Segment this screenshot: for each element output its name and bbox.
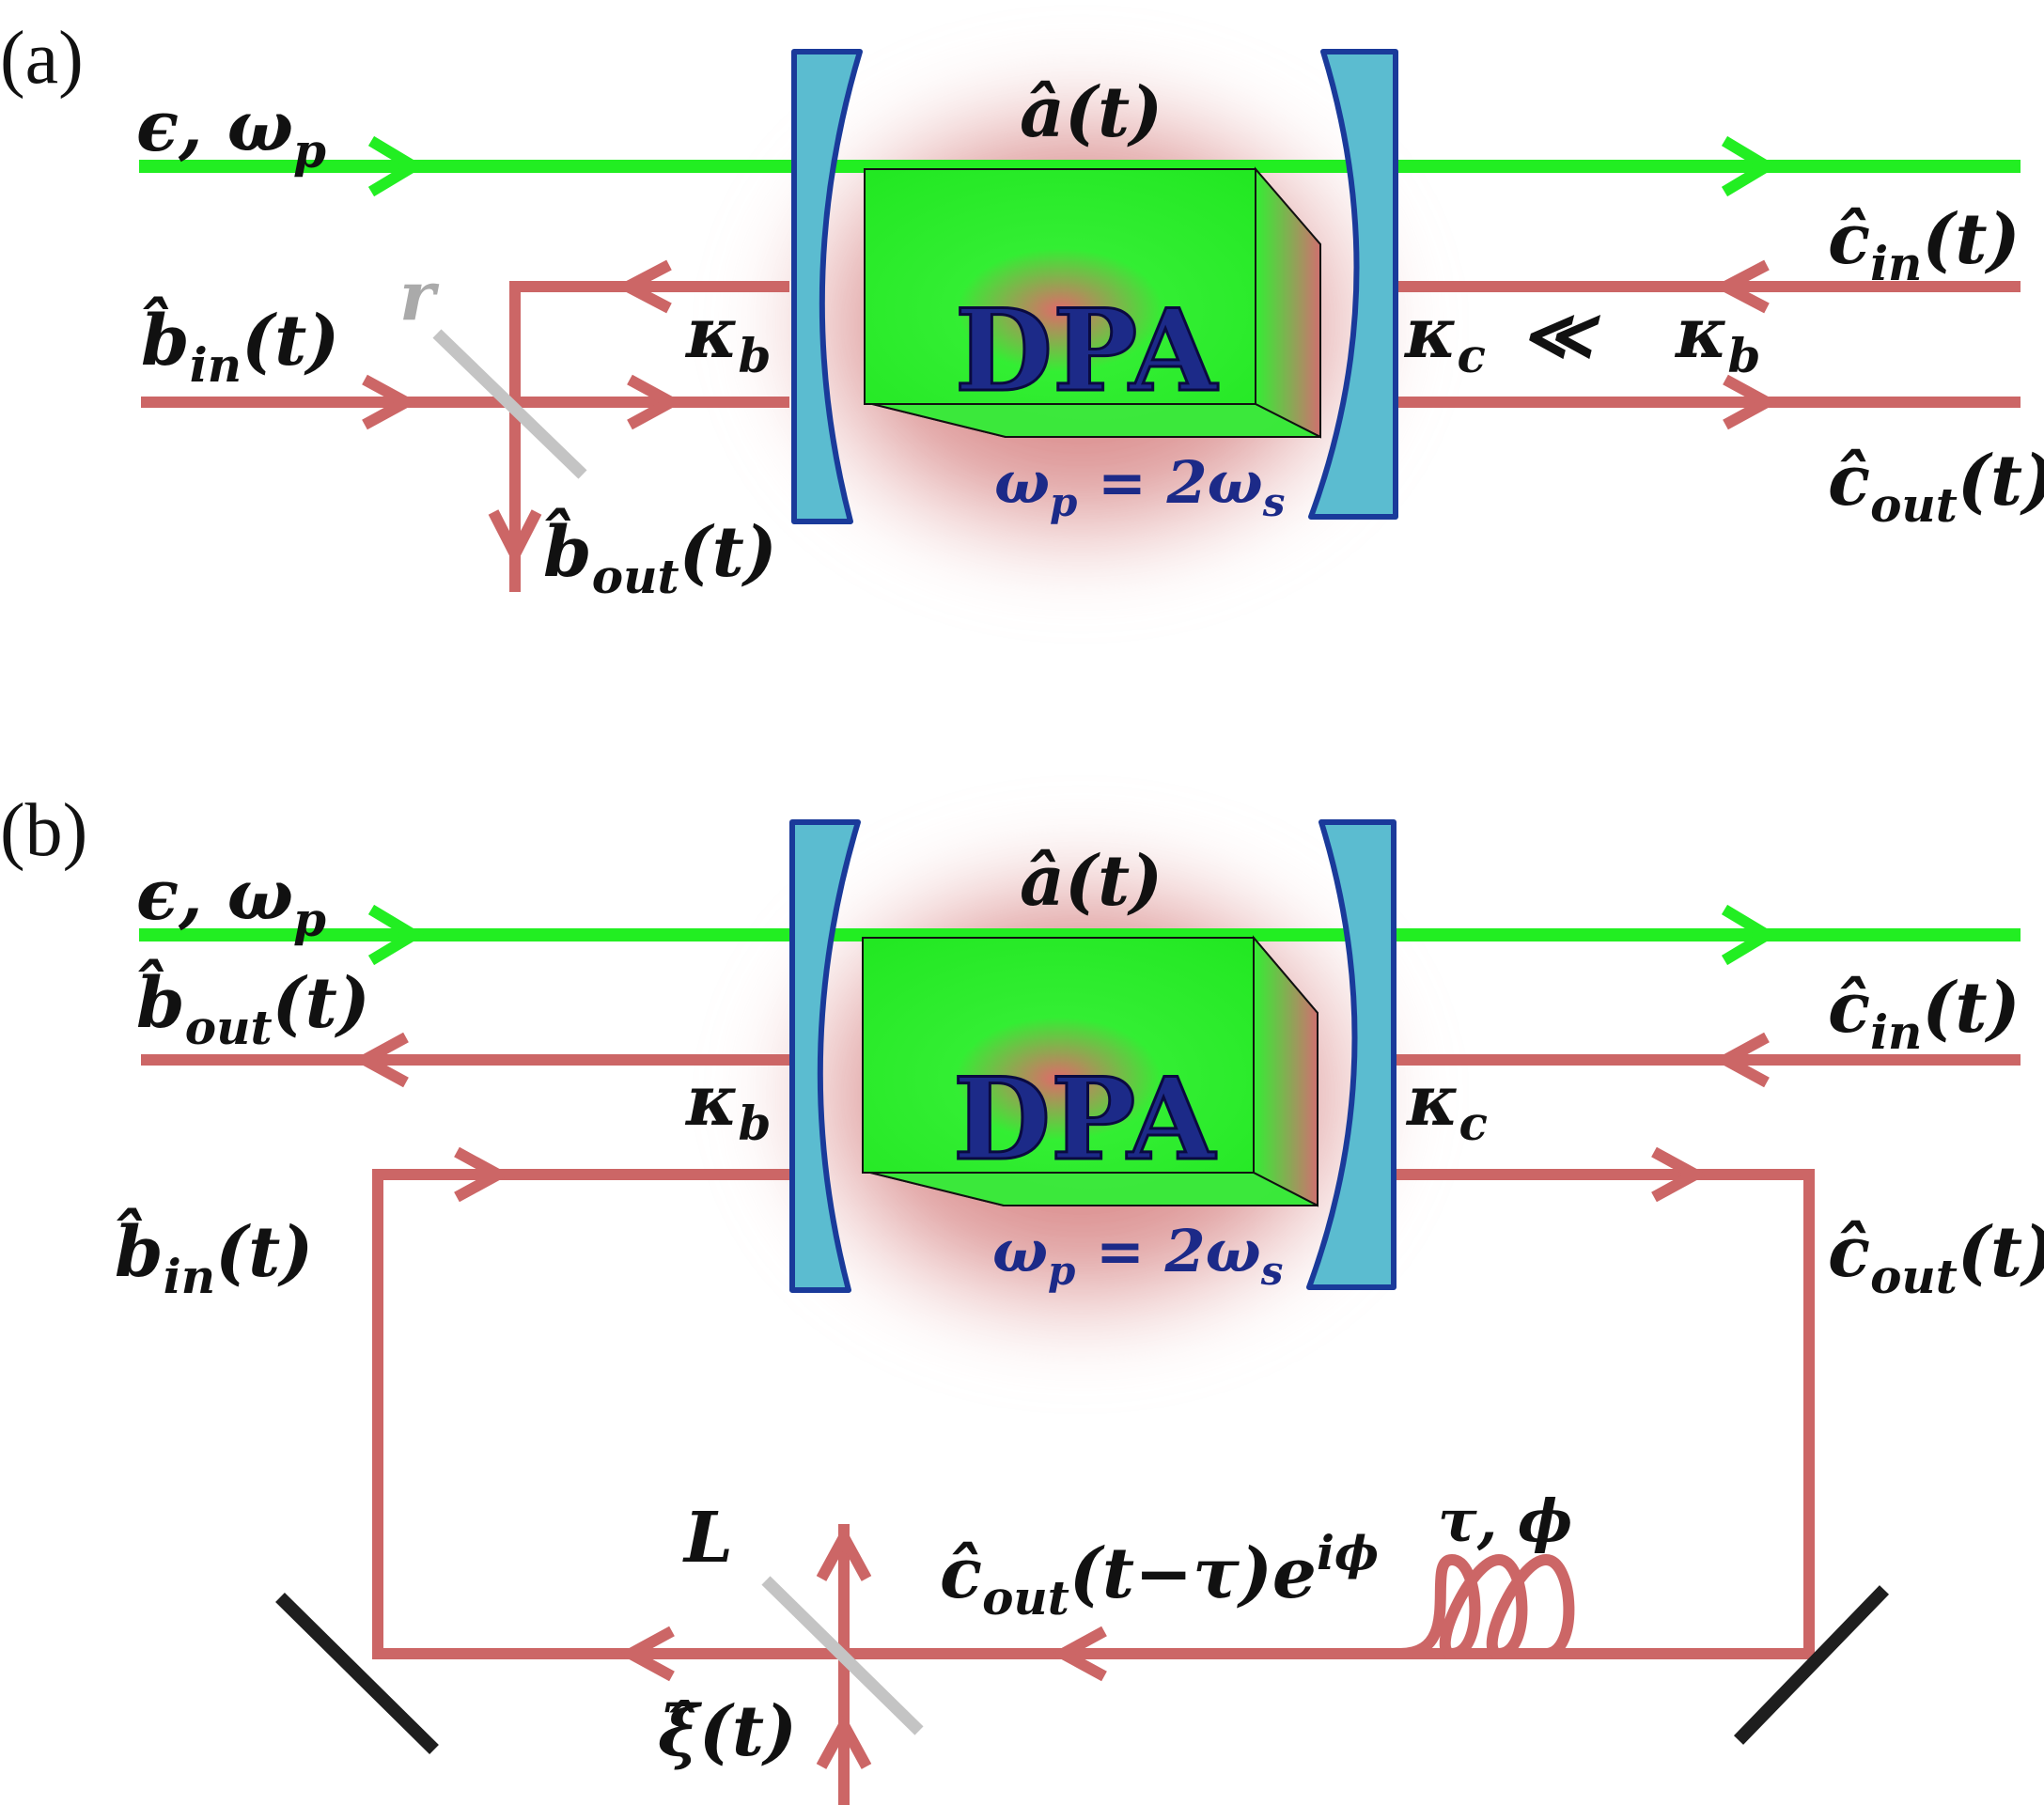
- kappa-b-left: κb: [684, 293, 771, 383]
- much-less-sign: ≪: [1521, 295, 1601, 376]
- dpa-crystal: [864, 166, 1321, 439]
- condition-label-b: ωp = 2ωs: [992, 1217, 1283, 1294]
- c-out-arrow: [1723, 374, 1779, 430]
- pump-arrow-right-b: [1721, 904, 1778, 966]
- reflectivity-label: r: [399, 256, 440, 335]
- beamsplitter-r: [432, 329, 587, 479]
- c-in-label-b: ĉin(t): [1828, 968, 2021, 1060]
- end-mirror-left: [275, 1593, 439, 1754]
- c-in-label: ĉin(t): [1828, 199, 2021, 291]
- loop-arrow-bottom-left: [618, 1626, 675, 1682]
- b-in-arrow-2: [627, 374, 683, 430]
- b-out-beam: [509, 281, 789, 592]
- noise-arrow-up-1: [816, 1525, 872, 1581]
- kappa-c-label-b: κc: [1405, 1061, 1488, 1151]
- c-out-arrow-b: [1651, 1146, 1708, 1203]
- loop-arrow-bottom-right: [1051, 1626, 1107, 1682]
- end-mirror-right: [1733, 1585, 1890, 1745]
- b-in-arrow-1: [362, 374, 418, 430]
- mode-label: â(t): [1020, 72, 1162, 153]
- mode-label-b: â(t): [1020, 841, 1162, 922]
- dpa-label: DPA: [955, 285, 1219, 417]
- delay-phase-label: τ, ϕ: [1438, 1486, 1572, 1555]
- panel-b-label: (b): [0, 789, 87, 872]
- panel-a-label: (a): [0, 17, 84, 100]
- loss-beamsplitter: [761, 1576, 924, 1735]
- pump-label-b: ϵ, ωp: [136, 855, 326, 947]
- condition-label: ωp = 2ωs: [994, 448, 1285, 525]
- right-cavity-mirror-b: [1306, 819, 1396, 1290]
- noise-arrow-up-2: [816, 1713, 872, 1769]
- feedback-loop: [372, 1169, 1815, 1659]
- b-out-arrow-down: [488, 509, 542, 568]
- b-out-arrow-top: [616, 259, 672, 314]
- b-in-label-b: b̂in(t): [115, 1207, 313, 1304]
- panel-a: (a): [0, 17, 2044, 604]
- kappa-b-label-b: κb: [684, 1061, 771, 1151]
- feedback-signal-label: ĉout(t−τ)eiϕ: [940, 1525, 1379, 1626]
- b-in-label: b̂in(t): [141, 296, 339, 393]
- noise-label: ξ̂(t): [658, 1691, 797, 1772]
- right-cavity-mirror: [1308, 49, 1398, 520]
- pump-arrow-left-b: [367, 904, 425, 966]
- panel-b: (b) D: [0, 789, 2044, 1805]
- b-out-arrow-b: [352, 1032, 409, 1088]
- pump-label: ϵ, ωp: [136, 86, 326, 179]
- c-in-arrow: [1713, 259, 1770, 314]
- b-out-label-b: b̂out(t): [136, 958, 370, 1055]
- c-out-label-b: ĉout(t): [1828, 1212, 2044, 1304]
- c-out-label: ĉout(t): [1828, 441, 2044, 533]
- dpa-crystal-b: [862, 935, 1318, 1207]
- dpa-label-b: DPA: [953, 1053, 1217, 1186]
- b-out-label: b̂out(t): [543, 507, 777, 604]
- b-in-arrow-b: [454, 1146, 510, 1203]
- pump-arrow-left: [367, 135, 425, 197]
- kappa-b-right: κb: [1674, 293, 1760, 383]
- c-in-arrow-b: [1713, 1032, 1770, 1088]
- left-cavity-mirror-b: [789, 819, 861, 1293]
- kappa-c-label: κc: [1403, 293, 1486, 383]
- left-cavity-mirror: [791, 49, 863, 524]
- delay-coil: [1399, 1553, 1575, 1660]
- pump-arrow-right: [1721, 135, 1778, 197]
- loss-label: L: [682, 1498, 733, 1579]
